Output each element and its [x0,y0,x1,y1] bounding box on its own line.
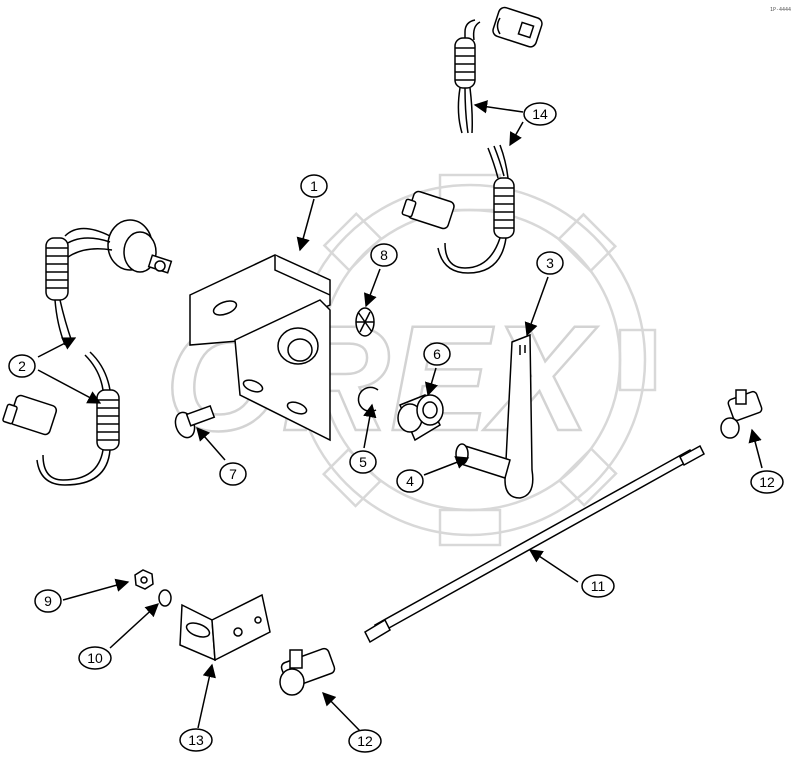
callout-3: 3 [536,251,564,275]
part-14-harness-upper [401,6,543,274]
part-9-nut [134,569,154,590]
callout-2: 2 [8,354,36,378]
svg-text:11: 11 [591,578,606,594]
svg-text:13: 13 [188,732,204,748]
callout-9: 9 [34,589,62,613]
part-13-bracket [179,593,271,662]
leader-lines [37,100,763,734]
callout-11: 11 [581,574,615,598]
callout-4: 4 [396,469,424,493]
callout-12-upper: 12 [750,470,784,494]
svg-text:7: 7 [229,466,237,482]
corner-code: 1P-4444 [770,7,791,13]
svg-text:8: 8 [380,247,388,263]
svg-text:10: 10 [87,650,103,666]
part-7-bolt [174,404,216,439]
callout-13: 13 [179,728,213,752]
svg-text:6: 6 [433,346,441,362]
callout-14: 14 [523,102,557,126]
part-12-ball-joint-upper [720,389,763,439]
svg-text:4: 4 [406,473,414,489]
bracket-bushing [277,327,319,365]
svg-text:2: 2 [18,358,26,374]
svg-text:3: 3 [546,255,554,271]
part-3-lever [504,333,534,499]
callout-6: 6 [423,342,451,366]
callout-8: 8 [370,243,398,267]
gear-icon [283,173,657,547]
svg-text:12: 12 [357,733,373,749]
part-2-harness-lower [2,351,120,486]
callout-12-lower: 12 [348,729,382,753]
part-12-ball-joint-lower [279,647,336,696]
part-6-bushing [397,394,444,442]
part-1-potentiometer [45,219,173,346]
part-11-rod [364,444,705,644]
svg-text:9: 9 [44,593,52,609]
part-10-washer [158,589,172,607]
callout-1: 1 [300,174,328,198]
callout-7: 7 [219,462,247,486]
part-5-e-clip [357,386,379,413]
svg-text:5: 5 [359,454,367,470]
svg-text:12: 12 [759,474,775,490]
callout-10: 10 [78,646,112,670]
svg-text:14: 14 [532,106,548,122]
svg-text:1: 1 [310,178,318,194]
callout-5: 5 [349,450,377,474]
part-8-lock-washer [355,307,375,337]
